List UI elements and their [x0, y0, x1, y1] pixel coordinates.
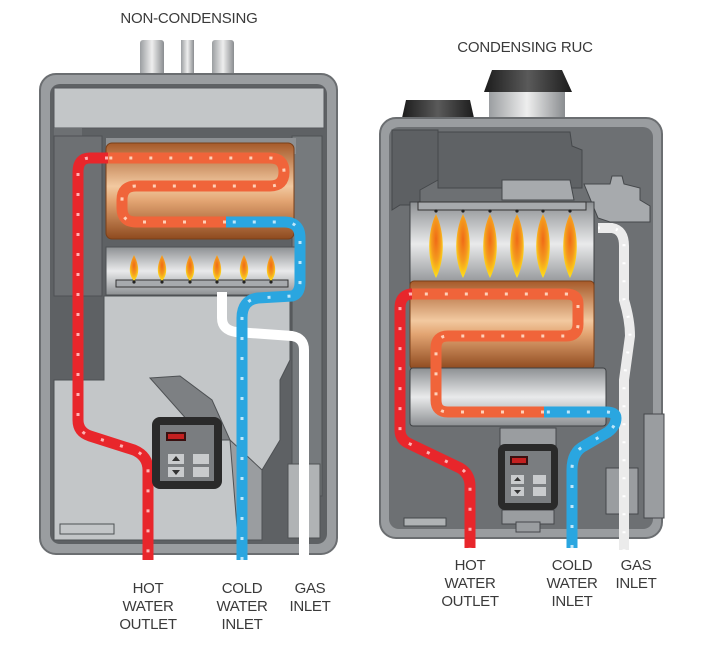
hot-water-line — [394, 288, 476, 548]
condensing-ruc-unit — [379, 70, 665, 550]
label-line: COLD — [551, 557, 593, 574]
condensing-ruc-title: CONDENSING RUC — [457, 39, 593, 56]
label-line: WATER — [546, 575, 598, 592]
flame-icon — [563, 209, 577, 278]
label-cold-water-inlet: COLD WATER INLET — [534, 557, 610, 611]
flame-icon — [266, 255, 276, 284]
panel-button[interactable] — [533, 487, 546, 496]
flame-icon — [239, 255, 249, 284]
flame-icon — [185, 255, 195, 284]
label-hot-water-outlet: HOT WATER OUTLET — [430, 557, 510, 611]
exhaust-vent-icon — [484, 70, 572, 122]
burner-flames — [129, 255, 276, 284]
control-panel[interactable] — [498, 444, 558, 510]
heat-exchanger-coil — [108, 152, 290, 228]
flame-icon — [456, 209, 470, 278]
label-line: HOT — [132, 580, 164, 597]
panel-button[interactable] — [193, 467, 209, 477]
label-line: WATER — [216, 598, 268, 615]
flame-icon — [483, 209, 497, 278]
panel-button[interactable] — [193, 454, 209, 464]
label-gas-inlet: GAS INLET — [610, 557, 662, 593]
flame-icon — [212, 255, 222, 284]
flame-icon — [157, 255, 167, 284]
flame-icon — [536, 209, 550, 278]
label-line: COLD — [221, 580, 263, 597]
intake-vent-icon — [402, 100, 474, 118]
flame-icon — [510, 209, 524, 278]
label-cold-water-inlet: COLD WATER INLET — [204, 580, 280, 634]
control-panel[interactable] — [152, 417, 222, 489]
label-line: WATER — [122, 598, 174, 615]
label-hot-water-outlet: HOT WATER OUTLET — [108, 580, 188, 634]
non-condensing-unit — [39, 40, 338, 560]
cold-flow-arrows — [544, 410, 618, 548]
label-gas-inlet: GAS INLET — [284, 580, 336, 616]
cold-water-line — [226, 216, 306, 560]
heat-exchanger-coil — [412, 288, 584, 418]
hot-water-line — [72, 152, 154, 560]
label-line: WATER — [444, 575, 496, 592]
label-line: INLET — [221, 616, 263, 633]
exhaust-vent-icon — [140, 40, 234, 76]
label-line: GAS — [620, 557, 652, 574]
label-line: OUTLET — [441, 593, 499, 610]
gas-line — [217, 292, 309, 560]
label-line: GAS — [294, 580, 326, 597]
flame-icon — [429, 209, 443, 278]
non-condensing-title: NON-CONDENSING — [120, 10, 258, 27]
label-line: HOT — [454, 557, 486, 574]
label-line: INLET — [289, 598, 331, 615]
label-line: INLET — [551, 593, 593, 610]
flame-icon — [129, 255, 139, 284]
panel-button[interactable] — [533, 475, 546, 484]
label-line: OUTLET — [119, 616, 177, 633]
label-line: INLET — [615, 575, 657, 592]
burner-flames — [429, 209, 577, 278]
